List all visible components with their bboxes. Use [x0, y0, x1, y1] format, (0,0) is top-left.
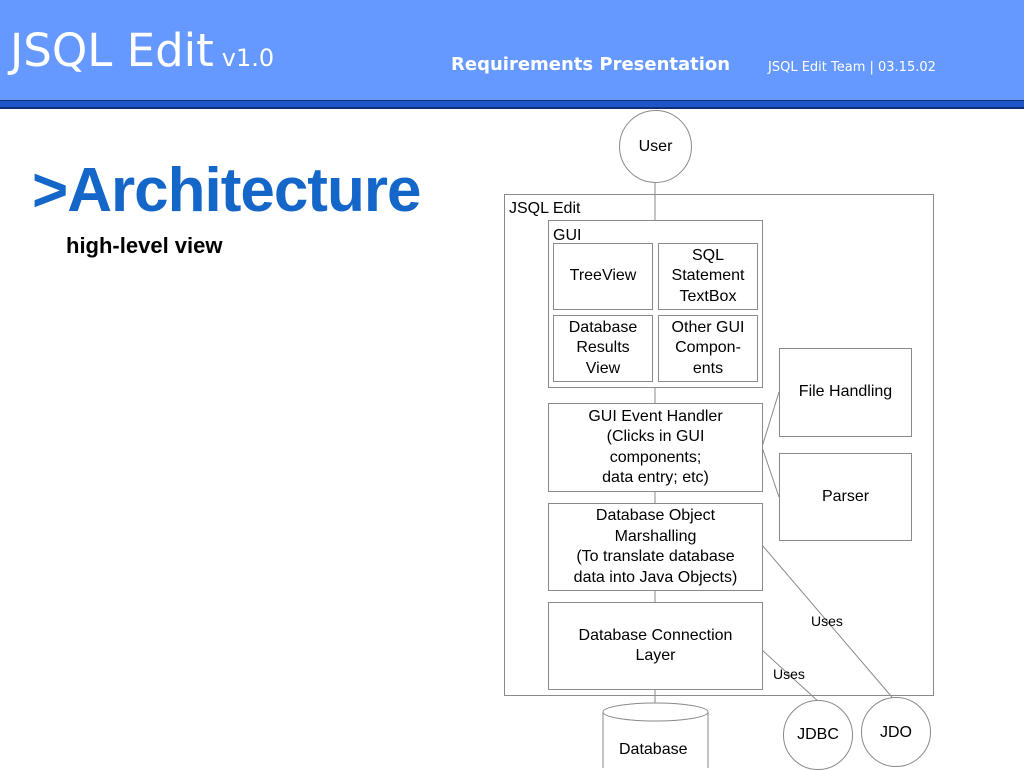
other-gui-component — [658, 315, 758, 382]
uses-jdo-label: Uses — [811, 613, 843, 629]
presentation-meta: JSQL Edit Team | 03.15.02 — [768, 60, 936, 75]
file-handling-box — [779, 348, 912, 437]
uses-jdbc-label: Uses — [773, 666, 805, 682]
presentation-title: Requirements Presentation — [451, 54, 731, 75]
app-version: v1.0 — [221, 44, 275, 72]
parser-box — [779, 453, 912, 541]
gui-container — [548, 220, 763, 388]
connector-eventhandler-filehandling — [761, 391, 780, 448]
header-divider — [0, 100, 1024, 109]
header-bar — [0, 0, 1024, 100]
jsql-edit-container-label: JSQL Edit — [509, 200, 581, 217]
sql-textbox-label: SQL Statement TextBox — [671, 246, 745, 305]
jdbc-node: JDBC — [783, 700, 853, 770]
connector-eventhandler-parser — [761, 446, 780, 498]
treeview-component — [553, 243, 653, 310]
connection-layer-box — [548, 602, 763, 690]
marshalling-box — [548, 503, 763, 591]
file-handling-label: File Handling — [798, 383, 893, 401]
treeview-label: TreeView — [569, 267, 637, 285]
database-cylinder-icon — [602, 702, 709, 768]
event-handler-box — [548, 403, 763, 492]
gui-container-label: GUI — [553, 227, 582, 244]
user-node: User — [619, 110, 692, 183]
jsql-edit-container — [504, 194, 934, 696]
connector-connection-jdbc — [761, 649, 821, 704]
other-gui-label: Other GUI Compon- ents — [671, 318, 745, 377]
database-label: Database — [619, 741, 688, 758]
parser-label: Parser — [821, 487, 870, 505]
results-view-label: Database Results View — [568, 318, 638, 377]
sql-textbox-component — [658, 243, 758, 310]
jdo-node: JDO — [861, 697, 931, 767]
slide-heading: >Architecture — [32, 156, 421, 225]
event-handler-label: GUI Event Handler (Clicks in GUI compone… — [588, 407, 723, 487]
slide-subheading: high-level view — [66, 233, 223, 258]
connector-marshalling-jdo — [761, 544, 898, 704]
connection-layer-label: Database Connection Layer — [578, 626, 733, 665]
marshalling-label: Database Object Marshalling (To translat… — [573, 507, 738, 586]
app-name: JSQL Edit — [10, 24, 214, 77]
results-view-component — [553, 315, 653, 382]
